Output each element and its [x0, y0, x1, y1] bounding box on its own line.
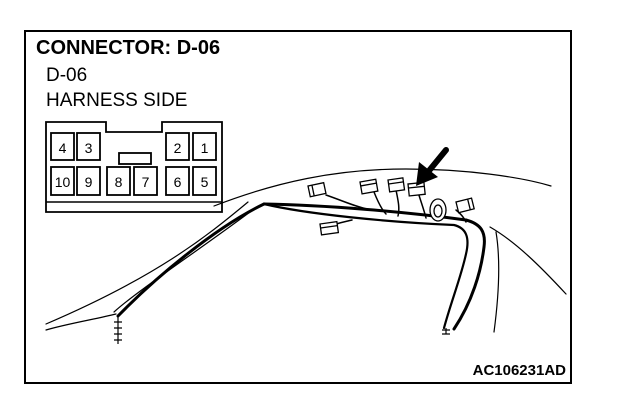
- harness-front-left: [116, 202, 266, 318]
- connector-block-icon: [387, 177, 406, 193]
- rear-body-line: [489, 226, 567, 295]
- arrow-icon: [416, 147, 449, 186]
- pin-cell-3: [76, 132, 101, 161]
- pin-label: 9: [85, 174, 93, 190]
- pin-label: 3: [85, 140, 93, 156]
- harness-ends: [114, 316, 450, 344]
- pin-label: 6: [174, 174, 182, 190]
- connector-block-icon: [407, 181, 426, 197]
- harness-end-right: [442, 328, 450, 335]
- pin-label: 1: [201, 140, 209, 156]
- branch-connectors: [307, 177, 475, 236]
- pin-cell-8: [106, 166, 131, 196]
- pin-cell-4: [50, 132, 75, 161]
- connector-title: CONNECTOR: D-06: [36, 37, 221, 59]
- rear-pillar-line: [493, 231, 500, 333]
- connector-block-icon: [359, 178, 379, 195]
- front-pillar-outer: [45, 201, 249, 325]
- harness-illustration: 4 3 2 1 10 9 8 7 6 5: [45, 121, 567, 344]
- harness-side-label: HARNESS SIDE: [46, 90, 188, 111]
- branch-wire: [325, 194, 372, 211]
- pin-cell-6: [165, 166, 190, 196]
- front-pillar-inner: [113, 211, 251, 313]
- pin-cell-5: [192, 166, 217, 196]
- connector-block-icon: [455, 197, 475, 214]
- harness-right-side: [452, 218, 486, 331]
- connector-block-icon: [319, 220, 340, 236]
- harness-main-inner: [262, 202, 469, 330]
- pin-label: 7: [142, 174, 150, 190]
- branch-wire: [373, 191, 387, 215]
- connector-pin-labels: 4 3 2 1 10 9 8 7 6 5: [55, 140, 209, 190]
- connector-face: [45, 121, 223, 213]
- connector-block-icon: [307, 181, 327, 198]
- harness-end-left: [114, 316, 122, 344]
- pin-cell-9: [76, 166, 101, 196]
- pin-cell-1: [192, 132, 217, 161]
- pin-label: 5: [201, 174, 209, 190]
- pin-label: 8: [115, 174, 123, 190]
- figure-code: AC106231AD: [472, 362, 566, 379]
- connector-id-label: D-06: [46, 65, 88, 86]
- dome-light-connector-icon: [429, 198, 447, 222]
- pin-cell-7: [133, 166, 158, 196]
- branch-wire: [455, 209, 467, 223]
- hood-line: [45, 313, 117, 331]
- diagram-frame: 4 3 2 1 10 9 8 7 6 5: [24, 30, 572, 384]
- pin-label: 10: [55, 174, 71, 190]
- branch-wire: [395, 189, 400, 217]
- pin-label: 2: [174, 140, 182, 156]
- pin-label: 4: [59, 140, 67, 156]
- connector-latch: [118, 152, 152, 165]
- pin-cell-2: [165, 132, 190, 161]
- roof-line: [213, 168, 552, 207]
- pin-cell-10: [50, 166, 75, 196]
- roof-harness: [116, 202, 486, 331]
